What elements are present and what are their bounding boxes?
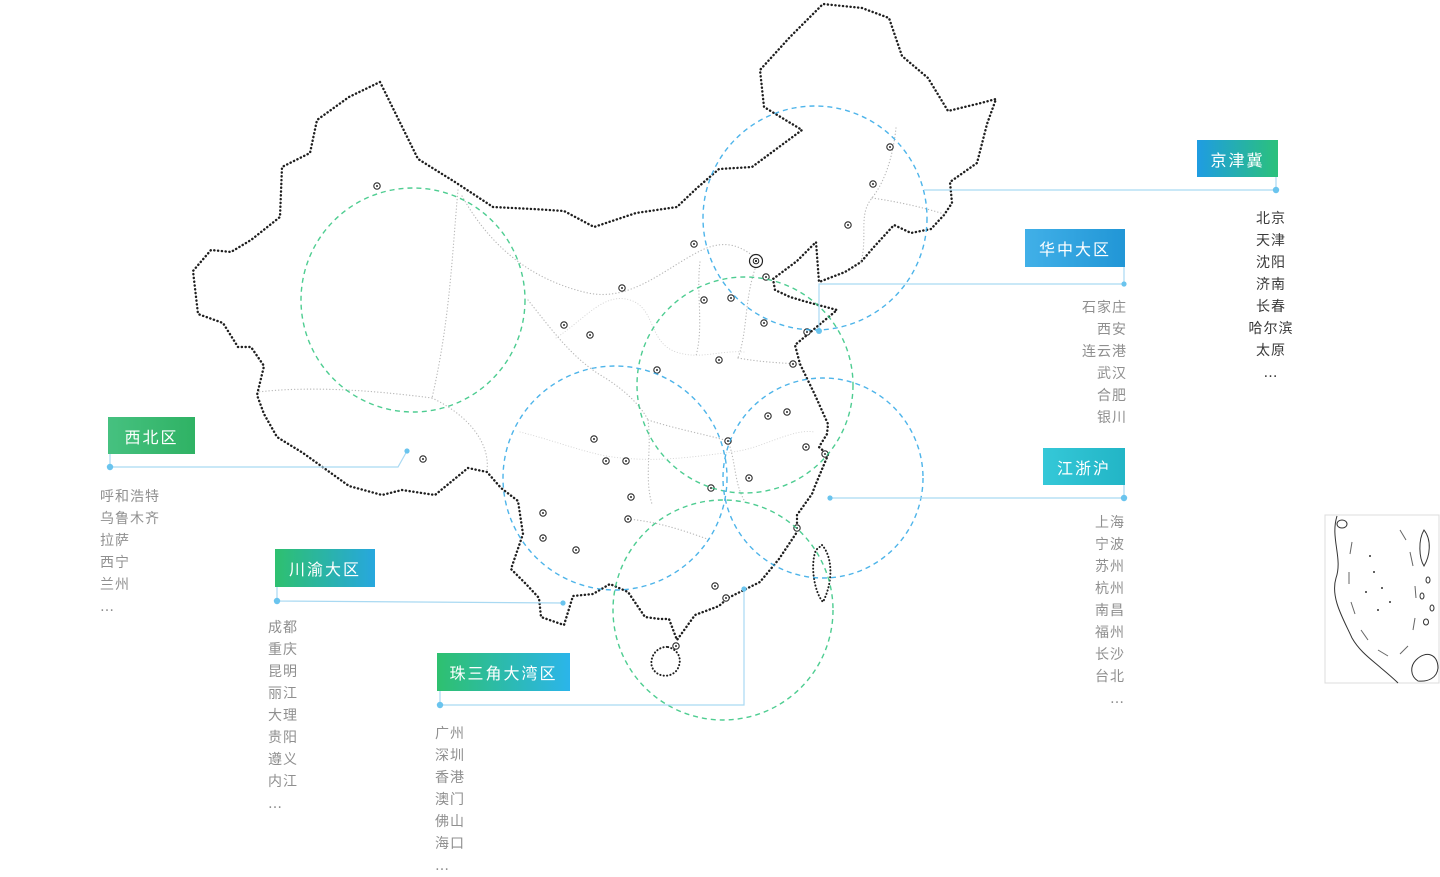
- city-item: 成都: [268, 620, 298, 636]
- city-item: 遵义: [268, 752, 298, 768]
- city-item: 澳门: [435, 792, 465, 808]
- city-item: 佛山: [435, 814, 465, 830]
- leader-chuanyu: [276, 587, 564, 604]
- city-item: 杭州: [1095, 581, 1125, 597]
- region-badge-huazhong[interactable]: 华中大区: [1025, 229, 1125, 267]
- city-item: 石家庄: [1082, 300, 1127, 316]
- south-china-sea-inset: [1324, 514, 1440, 684]
- city-item: 上海: [1095, 515, 1125, 531]
- city-item: …: [1263, 365, 1279, 381]
- city-item: 昆明: [268, 664, 298, 680]
- city-item: 合肥: [1097, 388, 1127, 404]
- region-badge-jiangzhehu[interactable]: 江浙沪: [1043, 448, 1125, 485]
- region-cities-chuanyu: 成都重庆昆明丽江大理贵阳遵义内江 …: [268, 617, 368, 815]
- city-item: 苏州: [1095, 559, 1125, 575]
- region-cities-huazhong: 石家庄西安连云港武汉合肥银川: [1007, 297, 1127, 429]
- city-item: 宁波: [1095, 537, 1125, 553]
- region-circle-huazhong: [636, 276, 854, 494]
- city-item: …: [100, 599, 115, 615]
- city-item: 西安: [1097, 322, 1127, 338]
- city-item: 呼和浩特: [100, 489, 160, 505]
- rivers: [519, 298, 815, 460]
- city-item: 重庆: [268, 642, 298, 658]
- city-item: 天津: [1256, 233, 1286, 249]
- city-item: 西宁: [100, 555, 130, 571]
- region-cities-zhusanjiao: 广州深圳香港澳门佛山海口 …: [435, 723, 545, 877]
- city-item: 海口: [435, 836, 465, 852]
- city-item: 北京: [1256, 211, 1286, 227]
- region-badge-zhusanjiao[interactable]: 珠三角大湾区: [437, 653, 570, 691]
- city-item: 深圳: [435, 748, 465, 764]
- city-item: 长春: [1256, 299, 1286, 315]
- leader-jingjinji: [924, 177, 1277, 191]
- city-item: 沈阳: [1256, 255, 1286, 271]
- city-item: 香港: [435, 770, 465, 786]
- city-item: 贵阳: [268, 730, 298, 746]
- leader-dots: [106, 186, 1280, 709]
- city-item: 拉萨: [100, 533, 130, 549]
- map-outline: [191, 2, 998, 642]
- city-item: 济南: [1256, 277, 1286, 293]
- city-item: 广州: [435, 726, 465, 742]
- city-item: 兰州: [100, 577, 130, 593]
- region-cities-jiangzhehu: 上海宁波苏州杭州南昌福州长沙台北 …: [1015, 512, 1125, 710]
- region-circle-zhusanjiao: [612, 499, 834, 721]
- city-item: 银川: [1097, 410, 1127, 426]
- city-item: 哈尔滨: [1248, 321, 1294, 337]
- city-item: 大理: [268, 708, 298, 724]
- taiwan-island: [812, 543, 832, 604]
- city-item: 丽江: [268, 686, 298, 702]
- city-item: 台北: [1095, 669, 1125, 685]
- leader-zhusanjiao: [439, 589, 745, 706]
- region-cities-xibei: 呼和浩特乌鲁木齐拉萨西宁兰州 …: [100, 486, 220, 618]
- city-item: 武汉: [1097, 366, 1127, 382]
- region-circle-jingjinji: [702, 105, 928, 331]
- hainan-island: [650, 645, 681, 677]
- leader-jiangzhehu: [830, 485, 1125, 499]
- region-circle-jiangzhehu: [722, 377, 924, 579]
- city-item: 乌鲁木齐: [100, 511, 160, 527]
- city-item: 太原: [1256, 343, 1286, 359]
- leader-huazhong: [818, 267, 1125, 331]
- city-item: 内江: [268, 774, 298, 790]
- region-circle-chuanyu: [502, 365, 728, 591]
- city-item: 福州: [1095, 625, 1125, 641]
- region-cities-jingjinji: 北京天津沈阳济南长春哈尔滨太原 …: [1206, 208, 1336, 384]
- city-item: 南昌: [1095, 603, 1125, 619]
- province-borders: [257, 127, 945, 541]
- beijing-marker: [748, 253, 764, 269]
- region-circle-xibei: [300, 187, 526, 413]
- city-item: …: [268, 796, 283, 812]
- city-item: …: [1110, 691, 1125, 707]
- region-badge-chuanyu[interactable]: 川渝大区: [275, 549, 375, 587]
- leader-xibei: [109, 450, 408, 468]
- city-item: 连云港: [1082, 344, 1127, 360]
- region-badge-xibei[interactable]: 西北区: [108, 417, 195, 454]
- city-item: 长沙: [1095, 647, 1125, 663]
- region-badge-jingjinji[interactable]: 京津冀: [1197, 140, 1278, 177]
- city-item: …: [435, 858, 450, 874]
